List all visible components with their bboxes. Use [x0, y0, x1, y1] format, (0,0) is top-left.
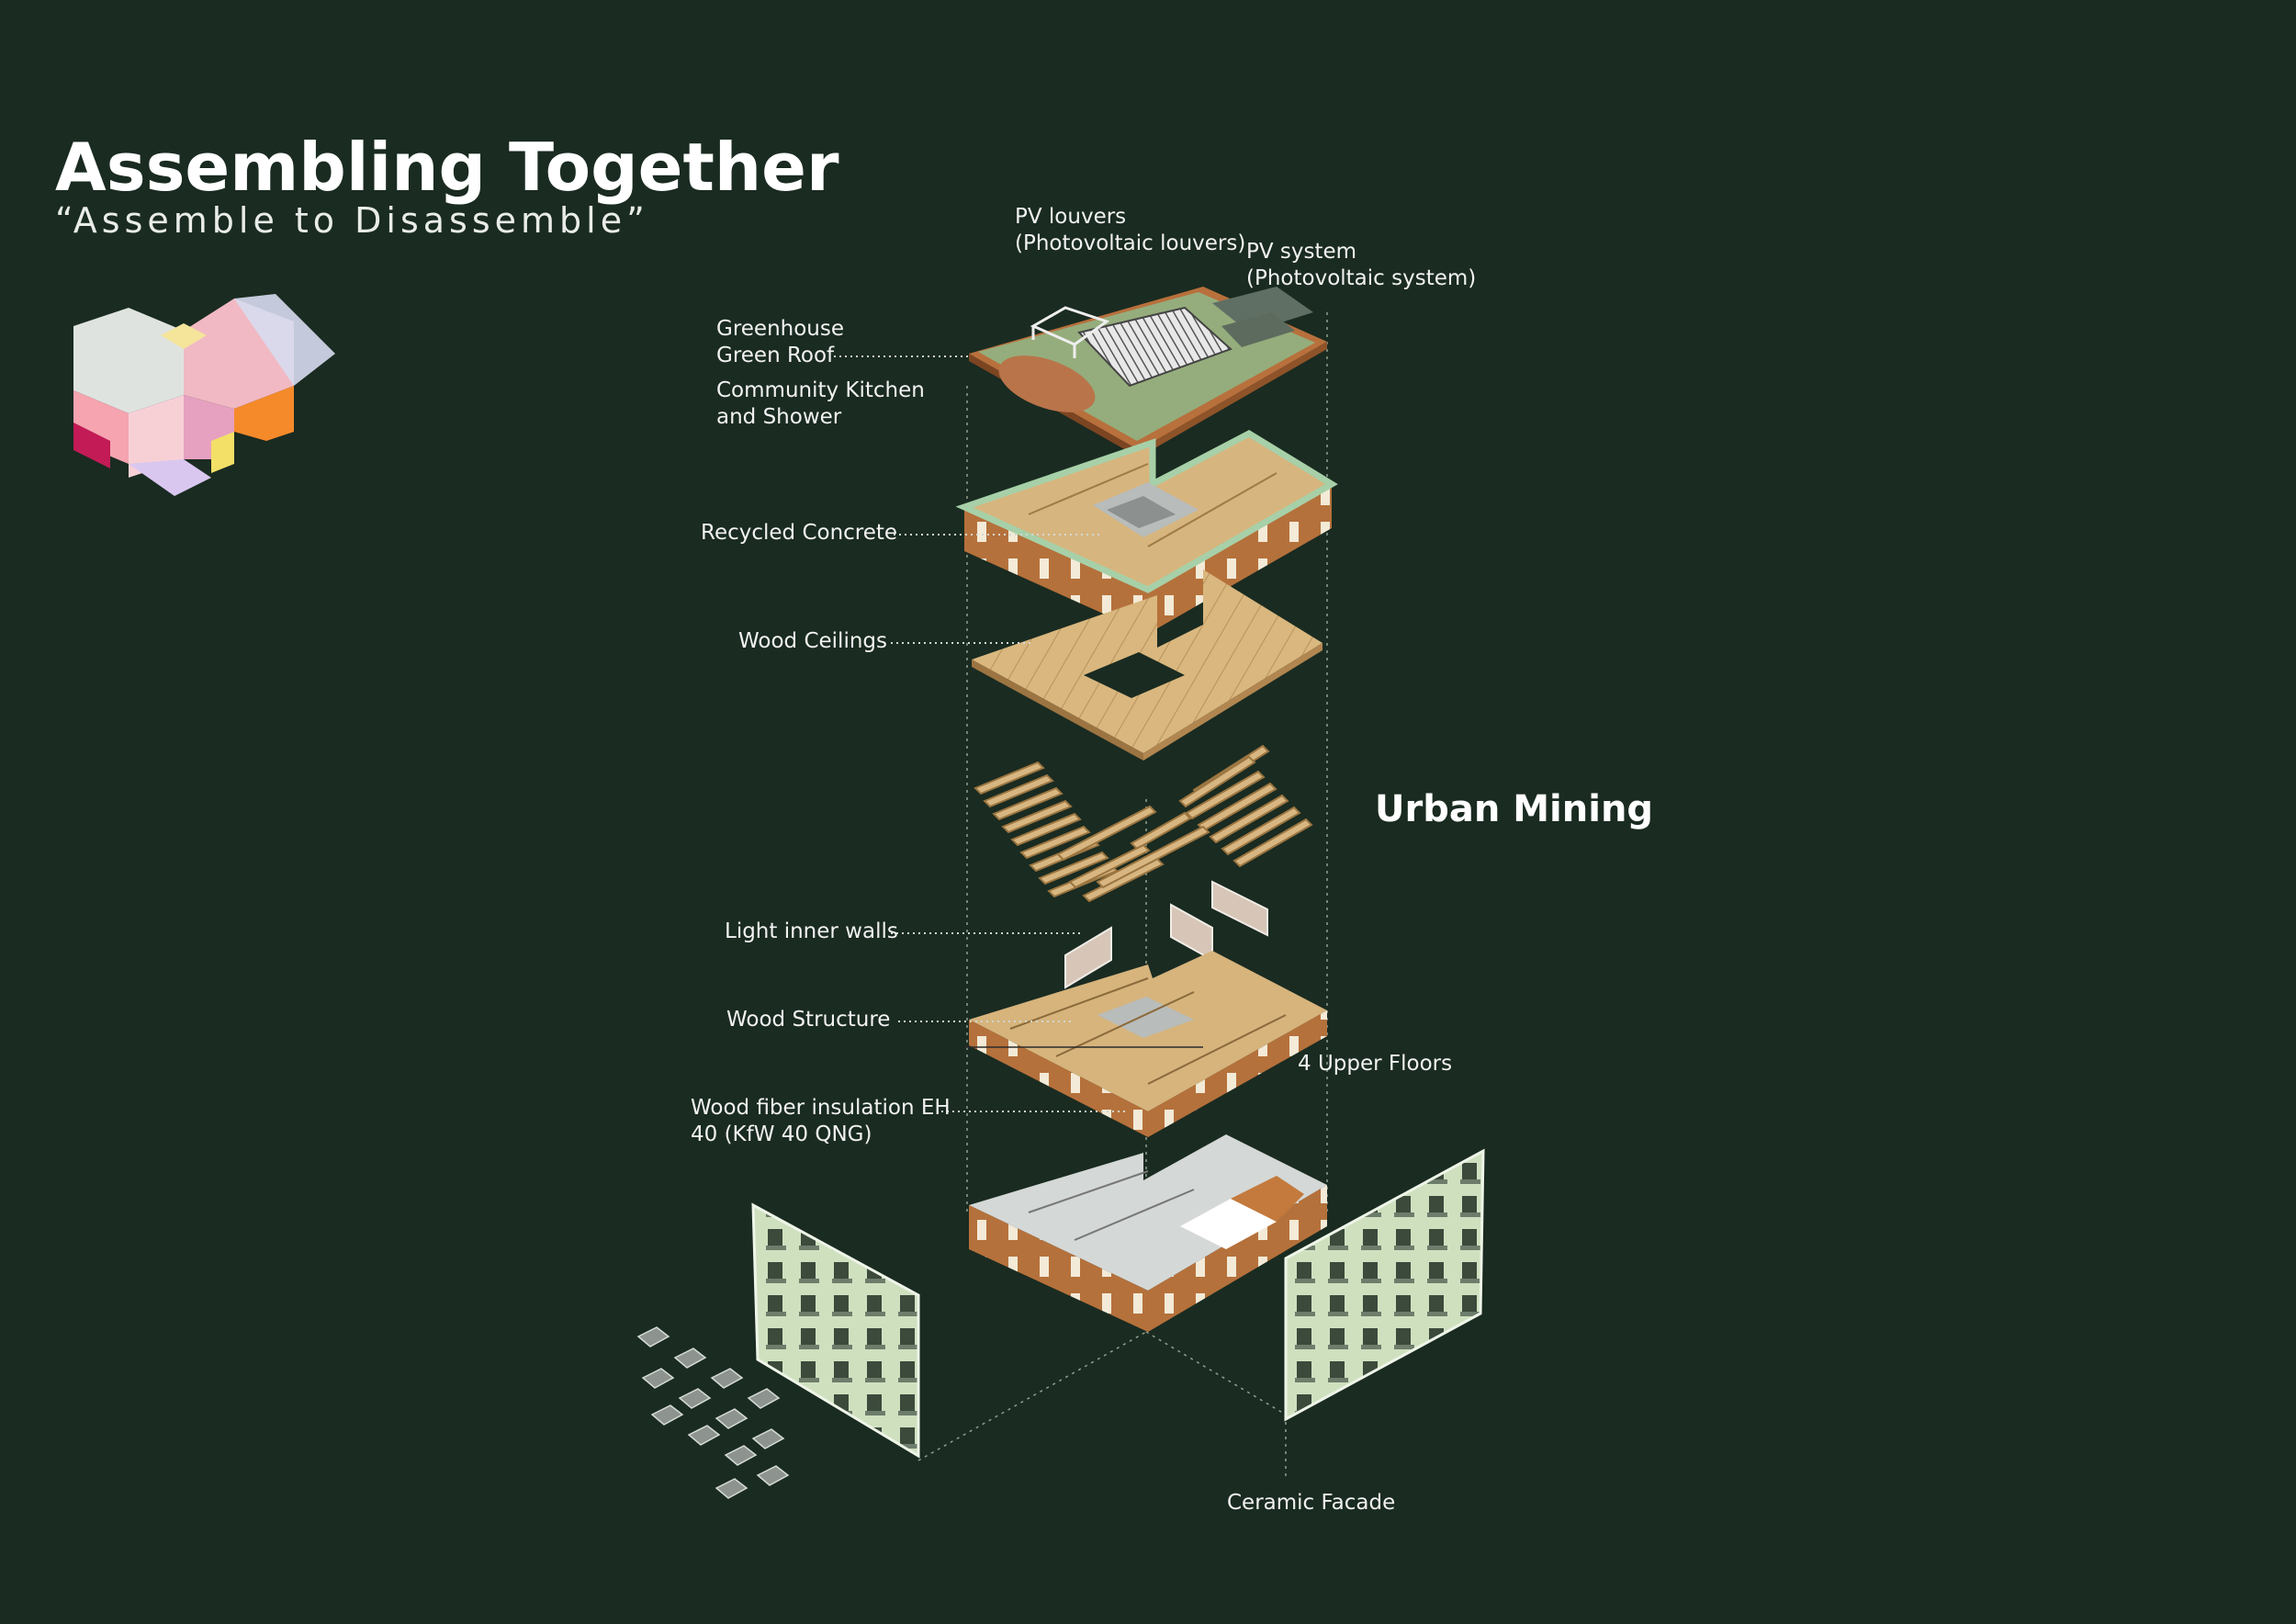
- recycled-concrete-label: Recycled Concrete: [701, 521, 898, 545]
- greenhouse-label: Greenhouse Green Roof: [716, 316, 844, 369]
- wood-structure-floor: [964, 951, 1327, 1137]
- community-kitchen-line-2: and Shower: [716, 405, 842, 429]
- urban-mining-label: Urban Mining: [1375, 788, 1654, 830]
- community-kitchen-line-1: Community Kitchen: [716, 378, 925, 402]
- page-title: Assembling Together: [55, 129, 839, 206]
- inner-wall-panels: [1064, 880, 1268, 989]
- roof-layer: [969, 287, 1327, 457]
- page-subtitle: “Assemble to Disassemble”: [55, 200, 649, 241]
- pv-system-label: PV system (Photovoltaic system): [1246, 239, 1476, 292]
- wood-structure-label: Wood Structure: [726, 1008, 891, 1032]
- pv-louvers-label: PV louvers (Photovoltaic louvers): [1015, 204, 1245, 257]
- pv-system-line-2: (Photovoltaic system): [1246, 266, 1477, 290]
- wood-ceiling-slab: [972, 570, 1322, 761]
- wood-beam-layer: [974, 744, 1313, 903]
- insulation-label: Wood fiber insulation EH 40 (KfW 40 QNG): [691, 1095, 951, 1148]
- greenhouse-line: Greenhouse: [716, 317, 845, 341]
- insulation-line-2: 40 (KfW 40 QNG): [691, 1122, 872, 1146]
- community-kitchen-label: Community Kitchen and Shower: [716, 378, 925, 431]
- ceramic-facade-label: Ceramic Facade: [1227, 1491, 1396, 1515]
- ceramic-tile-pieces: [636, 1326, 790, 1499]
- ground-floor: [969, 1134, 1327, 1332]
- green-roof-line: Green Roof: [716, 344, 835, 367]
- assembly-cubes-icon: [73, 294, 335, 496]
- insulation-line-1: Wood fiber insulation EH: [691, 1096, 951, 1120]
- right-ceramic-facade: [1284, 1148, 1485, 1422]
- wood-ceilings-label: Wood Ceilings: [738, 629, 887, 653]
- upper-floors-label: 4 Upper Floors: [1298, 1052, 1453, 1076]
- upper-floor-slab: [955, 429, 1338, 634]
- pv-louvers-line-2: (Photovoltaic louvers): [1015, 231, 1246, 255]
- left-ceramic-facade: [751, 1202, 920, 1459]
- light-inner-walls-label: Light inner walls: [725, 919, 898, 943]
- pv-louvers-line-1: PV louvers: [1015, 205, 1127, 229]
- leader-lines: [834, 355, 1125, 1112]
- pv-system-line-1: PV system: [1246, 240, 1357, 264]
